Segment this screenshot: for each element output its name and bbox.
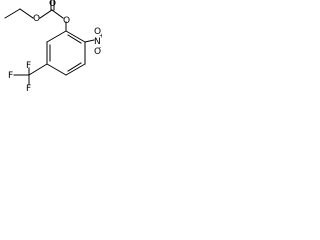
- bond-ring-nitro-nitrogen: [84, 39, 95, 43]
- carbonyl-oxygen-label: O: [49, 0, 56, 9]
- bond-ring-cf3-carbon: [28, 63, 48, 76]
- fluorine-left-label: F: [8, 71, 13, 81]
- ring-double-bond-lower-right: [67, 62, 82, 72]
- nitro-nitrogen-label: N: [94, 37, 101, 47]
- bond-lines: [4, 0, 95, 85]
- atom-labels: O O O N + O O - F F F: [8, 0, 102, 94]
- ring-bond-4: [65, 63, 86, 76]
- bond-carbonyl-carbon-aryl-oxygen: [51, 9, 64, 19]
- ring-bond-1: [46, 30, 67, 43]
- bond-ethyl-ch3-ch2: [4, 8, 21, 19]
- nitro-positive-charge-label: +: [99, 33, 102, 40]
- nitro-negative-charge-label: -: [99, 45, 101, 52]
- fluorine-top-label: F: [26, 61, 31, 71]
- aryl-oxygen-label: O: [63, 16, 70, 26]
- ester-oxygen-label: O: [33, 14, 40, 24]
- bond-ester-oxygen-carbonyl-carbon: [39, 9, 53, 19]
- nitro-oxygen-lower-label: O: [94, 47, 101, 57]
- chemical-structure-diagram: O O O N + O O - F F F: [4, 0, 102, 94]
- fluorine-bottom-label: F: [26, 84, 31, 94]
- ring-bond-3: [46, 63, 67, 76]
- ring-bond-6: [65, 30, 86, 43]
- ring-double-bond-upper-right: [67, 34, 82, 44]
- bond-ethyl-ch2-oxygen: [19, 8, 34, 19]
- nitro-oxygen-upper-label: O: [94, 27, 101, 37]
